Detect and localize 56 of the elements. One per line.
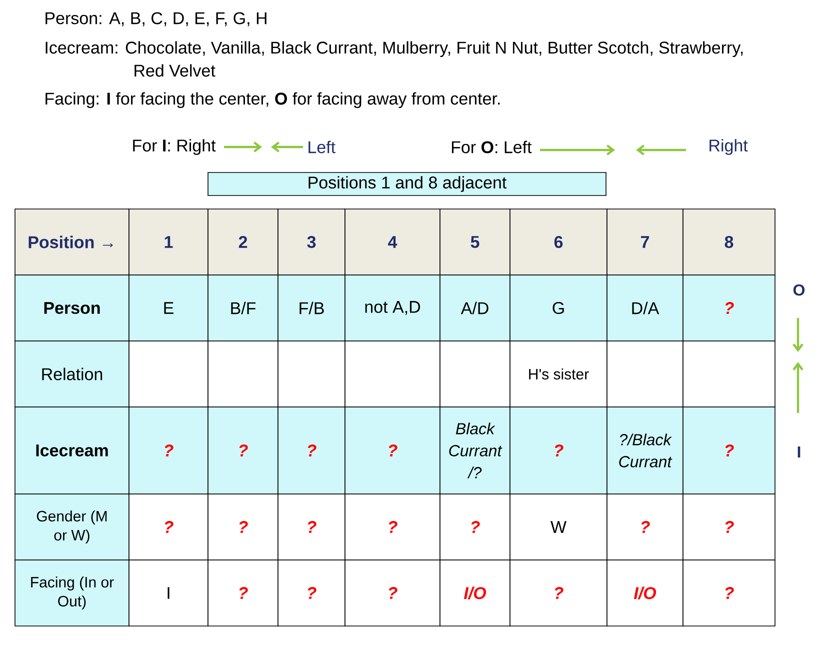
table-cell: G — [510, 274, 608, 342]
table-cell: ? — [278, 406, 346, 494]
table-cell: E — [128, 274, 208, 342]
table-cell: Icecream — [14, 406, 130, 494]
table-cell: Relation — [14, 340, 130, 408]
table-cell: I — [128, 560, 208, 626]
table-cell: ? — [208, 406, 278, 494]
table-cell: ? — [128, 494, 208, 560]
direction-label: O — [793, 284, 805, 296]
table-cell: 4 — [344, 208, 440, 276]
table-cell: 3 — [278, 208, 346, 276]
table-cell: ? — [682, 494, 776, 560]
direction-label: Right — [710, 139, 748, 155]
table-cell: ? — [682, 274, 776, 342]
table-cell: I/O — [440, 560, 510, 626]
table-cell: ? — [510, 560, 608, 626]
table-cell: ? — [278, 560, 346, 626]
table-cell: Gender (M or W) — [14, 494, 130, 560]
table-cell: 2 — [208, 208, 278, 276]
table-cell: 5 — [440, 208, 510, 276]
table-cell: 8 — [682, 208, 776, 276]
table-cell: F/B — [278, 274, 346, 342]
table-cell: ?/Black Currant — [606, 406, 684, 494]
table-cell: ? — [128, 406, 208, 494]
table-cell: ? — [344, 560, 440, 626]
table-cell: ? — [344, 494, 440, 560]
table-cell: Position → — [14, 208, 130, 276]
table-cell: Facing (In or Out) — [14, 560, 130, 626]
table-cell: B/F — [208, 274, 278, 342]
table-cell: W — [510, 494, 608, 560]
table-cell: I/O — [606, 560, 684, 626]
table-cell: 1 — [128, 208, 208, 276]
note-box: Positions 1 and 8 adjacent — [208, 172, 606, 196]
table-cell: ? — [682, 560, 776, 626]
table-cell: Person — [14, 274, 130, 342]
table-cell: H's sister — [510, 340, 608, 408]
table-cell: A/D — [440, 274, 510, 342]
direction-label: Left — [308, 140, 336, 154]
table-cell: 7 — [606, 208, 684, 276]
table-cell: 6 — [510, 208, 608, 276]
table-cell: ? — [682, 406, 776, 494]
table-cell: ? — [208, 494, 278, 560]
table-cell: ? — [606, 494, 684, 560]
table-cell: ? — [278, 494, 346, 560]
direction-label: I — [798, 446, 800, 458]
direction-label: For I: Right — [133, 139, 216, 155]
table-cell: ? — [510, 406, 608, 494]
legend-text: Person: A, B, C, D, E, F, G, H — [46, 12, 266, 26]
table-cell: not A,D — [344, 274, 440, 342]
table-cell: Black Currant /? — [440, 406, 510, 494]
table-cell: D/A — [606, 274, 684, 342]
legend-text: Facing: I for facing the center, O for facing away from center. — [46, 92, 500, 108]
table-cell: ? — [440, 494, 510, 560]
table-cell: ? — [208, 560, 278, 626]
direction-label: For O: Left — [452, 140, 532, 154]
table-cell: ? — [344, 406, 440, 494]
